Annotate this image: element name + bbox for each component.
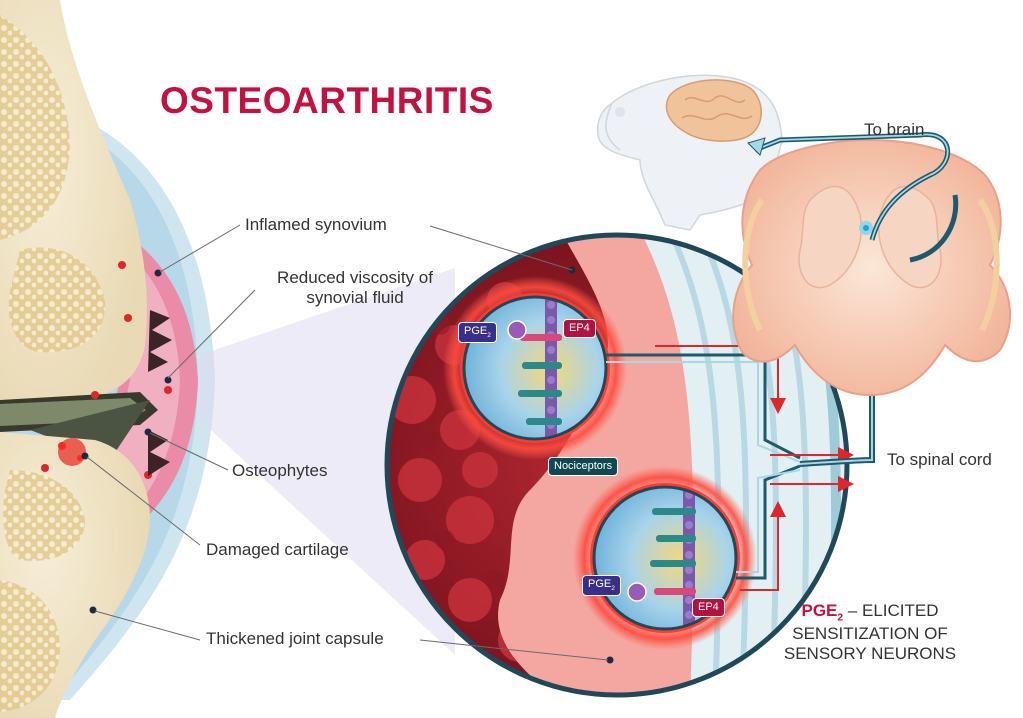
pge2-badge-lower: PGE2 <box>582 575 621 596</box>
ep4-badge-lower: EP4 <box>692 598 725 617</box>
caption-pge2: PGE2 <box>802 601 844 620</box>
label-thickened-joint-capsule: Thickened joint capsule <box>206 629 384 649</box>
label-reduced-viscosity: Reduced viscosity of synovial fluid <box>260 268 450 307</box>
caption-line3: SENSORY NEURONS <box>770 644 970 664</box>
page-title: OSTEOARTHRITIS <box>160 80 494 122</box>
label-to-brain: To brain <box>864 120 924 140</box>
pge2-badge-upper: PGE2 <box>458 322 497 343</box>
nociceptors-badge: Nociceptors <box>548 457 618 476</box>
label-inflamed-synovium: Inflamed synovium <box>245 215 387 235</box>
label-osteophytes: Osteophytes <box>232 461 327 481</box>
label-reduced-viscosity-line2: synovial fluid <box>260 288 450 308</box>
ep4-badge-upper: EP4 <box>563 319 596 338</box>
label-to-spinal-cord: To spinal cord <box>887 450 992 470</box>
receptor-circle-upper <box>443 276 627 460</box>
caption-line1: PGE2 – ELICITED <box>770 601 970 624</box>
label-reduced-viscosity-line1: Reduced viscosity of <box>260 268 450 288</box>
caption-line2: SENSITIZATION OF <box>770 624 970 644</box>
caption-pge2-sensitization: PGE2 – ELICITED SENSITIZATION OF SENSORY… <box>770 601 970 663</box>
receptor-circle-lower <box>573 466 757 650</box>
label-damaged-cartilage: Damaged cartilage <box>206 540 349 560</box>
